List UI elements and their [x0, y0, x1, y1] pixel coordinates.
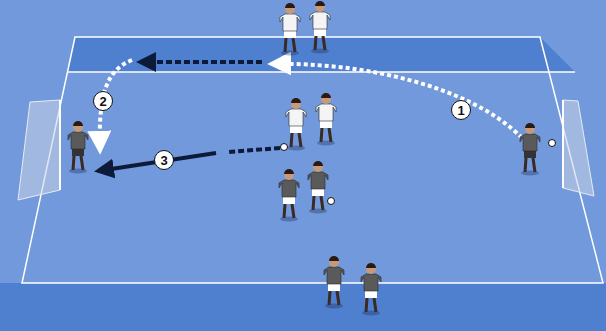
hair: [313, 161, 323, 166]
field-lines: [22, 37, 603, 283]
hair: [525, 123, 535, 128]
ball: [328, 198, 335, 205]
ball: [281, 144, 288, 151]
callout-number: 3: [154, 150, 174, 170]
pass-1: [272, 64, 522, 138]
head: [329, 257, 339, 267]
player-figure: [68, 121, 88, 174]
hair: [291, 98, 301, 103]
hair: [366, 263, 376, 268]
dribble-3: [228, 148, 280, 152]
shirt: [280, 14, 300, 31]
shirt: [308, 172, 328, 189]
player-figure: [308, 161, 328, 214]
shirt: [279, 180, 299, 197]
legs: [321, 128, 331, 142]
shirt: [310, 12, 330, 29]
player-figure: [324, 256, 344, 309]
head: [366, 264, 376, 274]
head: [285, 4, 295, 14]
callout-number: 1: [451, 100, 471, 120]
legs: [284, 204, 294, 218]
movement-arrows: [98, 60, 522, 171]
player-figure: [520, 123, 540, 176]
head: [313, 162, 323, 172]
player-figure: [316, 93, 336, 146]
hair: [315, 1, 325, 6]
dribble-run: [140, 60, 262, 64]
player-figure: [279, 169, 299, 222]
hair: [285, 3, 295, 8]
bottom-channel: [0, 283, 606, 331]
head: [284, 170, 294, 180]
left-goal: [18, 100, 60, 200]
players: [68, 1, 556, 316]
legs: [329, 291, 339, 305]
hair: [329, 256, 339, 261]
player-figure: [286, 98, 306, 151]
player-figure: [361, 263, 381, 316]
head: [525, 124, 535, 134]
shirt: [324, 267, 344, 284]
head: [73, 122, 83, 132]
legs: [315, 36, 325, 50]
ball: [549, 140, 556, 147]
shirt: [316, 104, 336, 121]
shirt: [286, 109, 306, 126]
hair: [73, 121, 83, 126]
player-figure: [280, 3, 300, 56]
head: [315, 2, 325, 12]
shirt: [68, 132, 88, 149]
shirt: [520, 134, 540, 151]
head: [291, 99, 301, 109]
right-goal: [563, 100, 594, 196]
legs: [313, 196, 323, 210]
hair: [284, 169, 294, 174]
hair: [321, 93, 331, 98]
legs: [291, 133, 301, 147]
callout-number: 2: [93, 91, 113, 111]
legs: [525, 158, 535, 172]
legs: [285, 38, 295, 52]
shirt: [361, 274, 381, 291]
player-figure: [310, 1, 330, 54]
legs: [366, 298, 376, 312]
head: [321, 94, 331, 104]
legs: [73, 156, 83, 170]
